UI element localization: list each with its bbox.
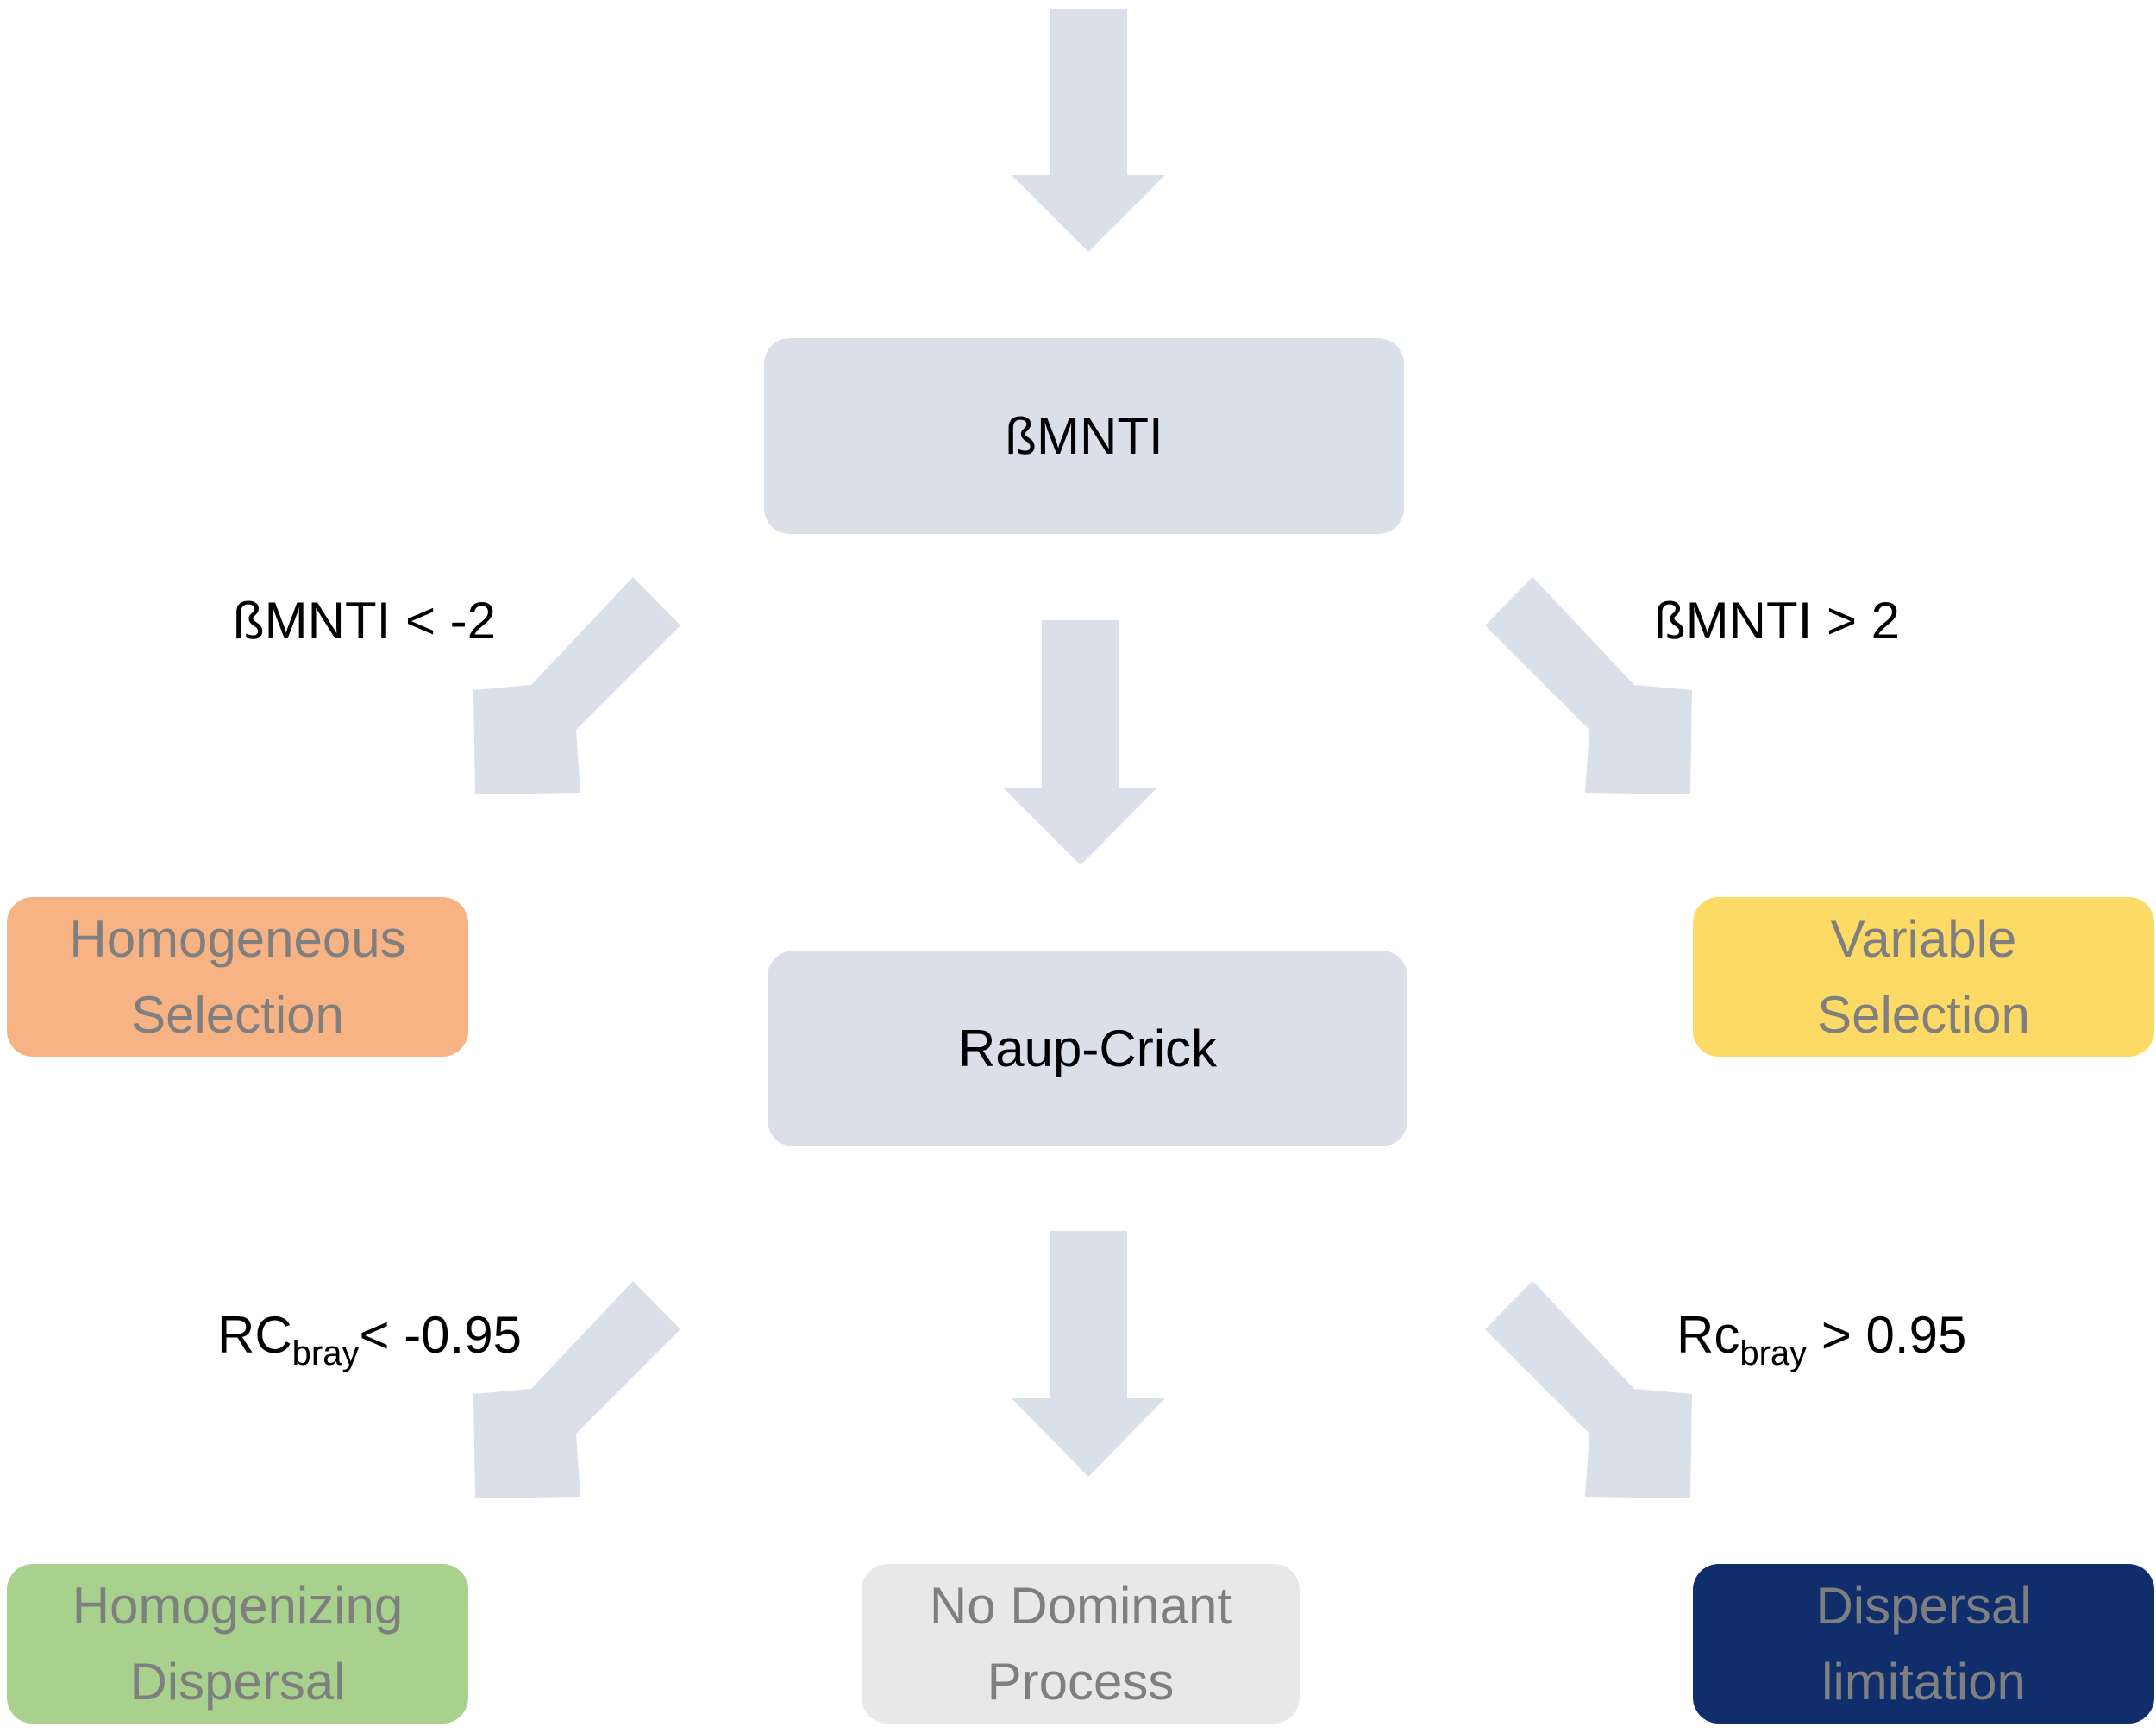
no-dominant-process-box: No Dominant Process bbox=[862, 1564, 1300, 1724]
condition-bmnti-low: ßMNTI < -2 bbox=[233, 591, 496, 651]
homogenizing-dispersal-line2: Dispersal bbox=[129, 1652, 346, 1711]
condition-bmnti-low-text: ßMNTI < -2 bbox=[233, 592, 497, 650]
raup-crick-label: Raup-Crick bbox=[957, 1019, 1218, 1077]
homogeneous-selection-box: Homogeneous Selection bbox=[7, 897, 468, 1057]
condition-rc-low: RCbray< -0.95 bbox=[217, 1305, 522, 1371]
homogenizing-dispersal-line1: Homogenizing bbox=[72, 1576, 404, 1635]
arrow-bmnti-to-homogeneous-selection bbox=[473, 577, 680, 794]
homogeneous-selection-line1: Homogeneous bbox=[69, 909, 406, 968]
condition-bmnti-high-text: ßMNTI > 2 bbox=[1654, 592, 1901, 650]
variable-selection-line2: Selection bbox=[1817, 985, 2030, 1044]
arrow-raup-crick-to-homogenizing-dispersal bbox=[473, 1281, 680, 1498]
no-dominant-process-line2: Process bbox=[987, 1652, 1175, 1711]
variable-selection-box: Variable Selection bbox=[1693, 897, 2154, 1057]
arrow-entry-down bbox=[1012, 9, 1165, 252]
condition-rc-high-subscript: bray bbox=[1739, 1334, 1808, 1372]
arrow-raup-crick-to-no-dominant-process bbox=[1012, 1231, 1165, 1477]
variable-selection-line1: Variable bbox=[1830, 909, 2017, 968]
arrow-bmnti-to-raup-crick bbox=[1004, 620, 1156, 865]
homogeneous-selection-line2: Selection bbox=[131, 985, 344, 1044]
condition-bmnti-high: ßMNTI > 2 bbox=[1654, 591, 1900, 651]
homogenizing-dispersal-box: Homogenizing Dispersal bbox=[7, 1564, 468, 1724]
bmnti-box: ßMNTI bbox=[764, 338, 1404, 534]
condition-rc-high: Rcbray > 0.95 bbox=[1677, 1305, 1967, 1371]
no-dominant-process-line1: No Dominant bbox=[929, 1576, 1232, 1635]
condition-rc-high-base: Rc bbox=[1677, 1306, 1740, 1364]
condition-rc-low-subscript: bray bbox=[291, 1334, 360, 1372]
dispersal-limitation-line2: limitation bbox=[1821, 1652, 2026, 1711]
condition-rc-high-rest: > 0.95 bbox=[1807, 1306, 1967, 1364]
condition-rc-low-base: RC bbox=[217, 1306, 292, 1364]
dispersal-limitation-box: Dispersal limitation bbox=[1693, 1564, 2154, 1724]
bmnti-label: ßMNTI bbox=[1005, 406, 1163, 465]
dispersal-limitation-line1: Dispersal bbox=[1815, 1576, 2032, 1635]
arrow-raup-crick-to-dispersal-limitation bbox=[1485, 1281, 1692, 1498]
arrow-bmnti-to-variable-selection bbox=[1485, 577, 1692, 794]
condition-rc-low-rest: < -0.95 bbox=[359, 1306, 522, 1364]
raup-crick-box: Raup-Crick bbox=[768, 951, 1407, 1146]
